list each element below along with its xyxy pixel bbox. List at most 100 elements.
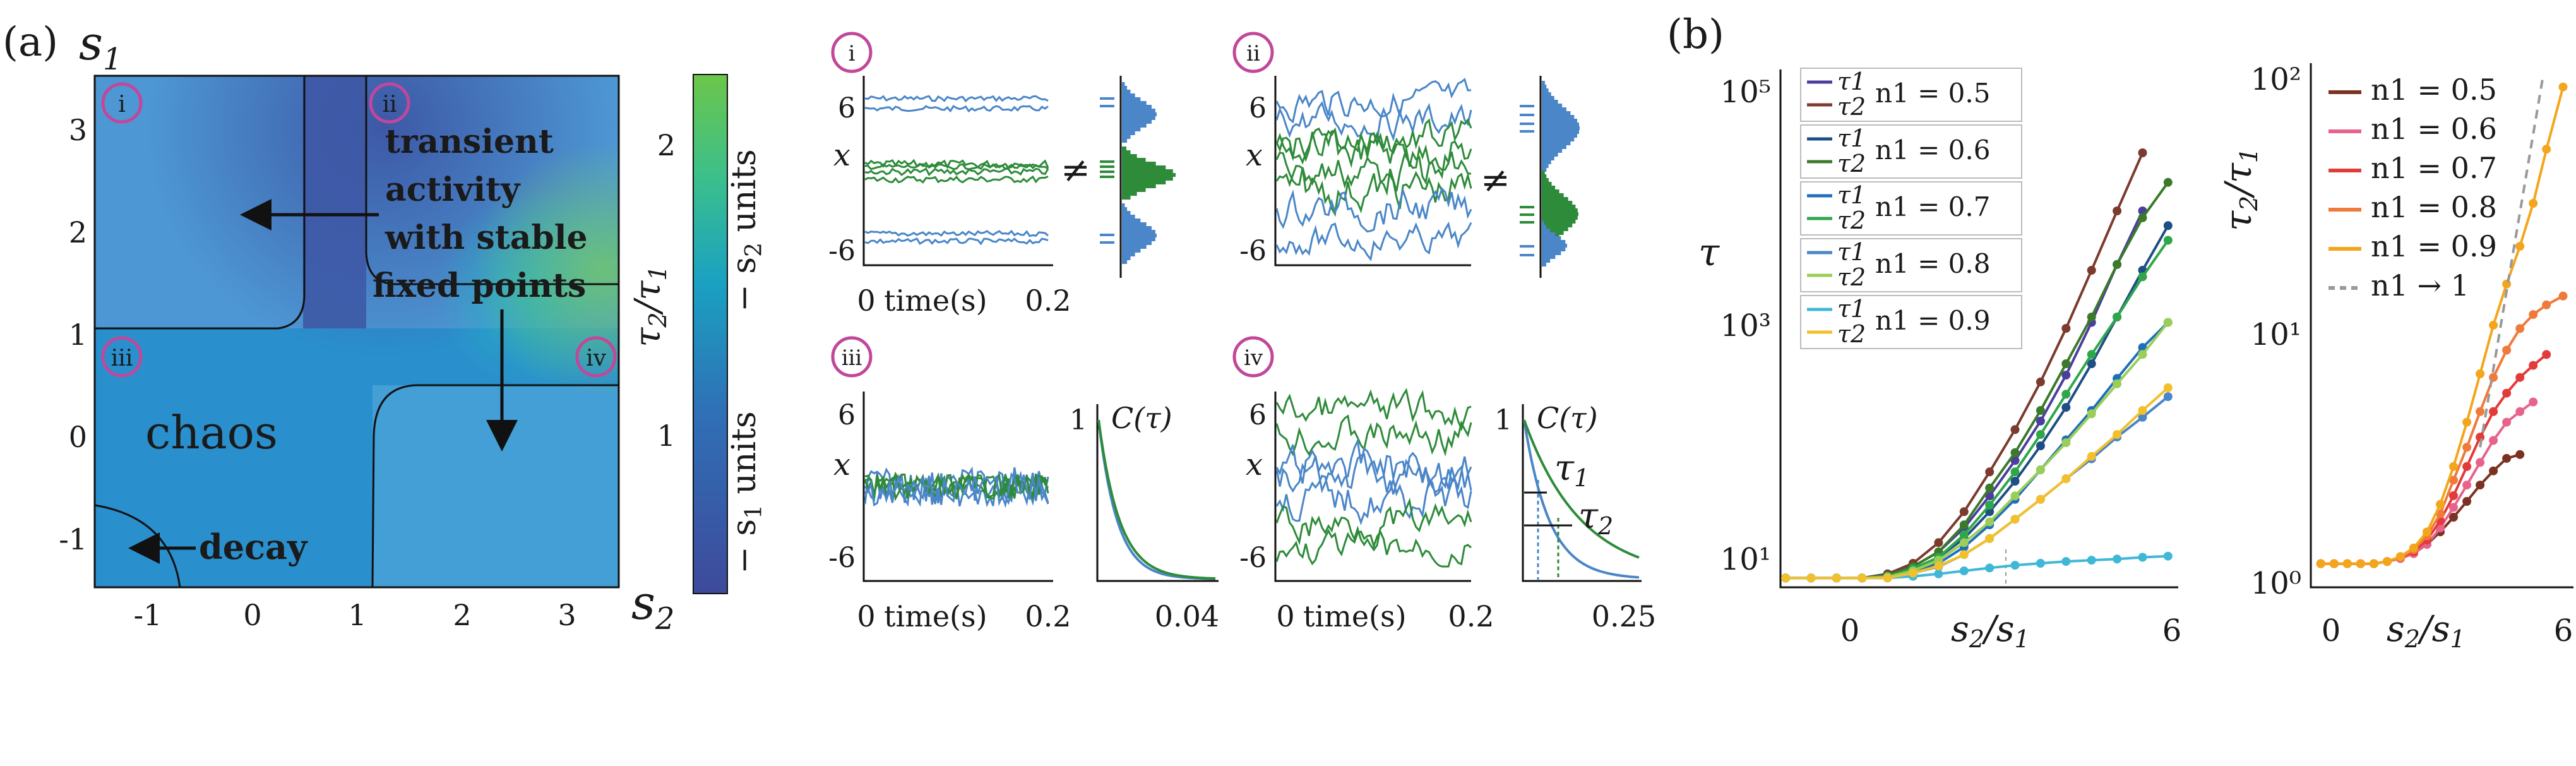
histogram-bin <box>1542 119 1577 123</box>
trace-line <box>1275 529 1472 568</box>
histogram-bin <box>1542 111 1571 115</box>
legend-tau2: τ2 <box>1837 263 1866 291</box>
inset-ii-ytick: 6 <box>1249 92 1267 124</box>
left-xlabel: s2/s1 <box>1951 609 2030 653</box>
histogram-bin <box>1542 208 1578 212</box>
data-point <box>2356 559 2365 568</box>
data-point <box>2010 491 2020 501</box>
data-point <box>2436 500 2445 509</box>
histogram-bin <box>1542 205 1576 208</box>
x-tick: 2 <box>453 598 471 632</box>
inset-iii-xtick: 0 <box>857 599 875 633</box>
histogram-bin <box>1542 92 1551 96</box>
legend-tau1: τ1 <box>1837 295 1866 323</box>
trace-line <box>1275 388 1472 432</box>
data-point <box>2462 462 2472 471</box>
histogram-bin <box>1122 196 1131 200</box>
left-xtick: 0 <box>1840 613 1860 649</box>
right-xtick: 0 <box>2322 613 2341 649</box>
data-point <box>2529 310 2538 320</box>
s1-axis-label: s1 <box>79 16 122 77</box>
legend-n: n1 = 0.9 <box>1875 305 1990 336</box>
panel-a-label: (a) <box>3 19 58 66</box>
legend-n: n1 = 0.7 <box>1875 191 1990 222</box>
inset-iii-traces <box>864 466 1049 508</box>
legend-box <box>1800 68 2022 122</box>
inset-iv-xvar: x <box>1246 447 1263 482</box>
histogram-bin <box>1542 134 1577 138</box>
data-point <box>2558 82 2568 92</box>
data-point <box>2061 557 2071 566</box>
inset-i-axes <box>862 76 1053 266</box>
inset-ii-circle <box>1232 32 1274 73</box>
legend-box <box>1800 295 2022 349</box>
histogram-bin <box>1542 186 1556 189</box>
colorbar-gradient <box>693 74 728 594</box>
panel-b-label: (b) <box>1667 11 1724 58</box>
data-point <box>2462 417 2472 427</box>
inset-ii-traces <box>1275 78 1472 261</box>
histogram-bin <box>1122 256 1131 260</box>
data-point <box>2113 206 2122 215</box>
histogram-bin <box>1122 184 1156 188</box>
histogram-bin <box>1542 197 1568 201</box>
histogram-bin <box>1122 245 1147 249</box>
histogram-bin <box>1542 182 1552 186</box>
data-point <box>2163 221 2173 230</box>
inset-i: i 6 -6 x 0 time(s) 0.2 ≠ <box>828 32 1176 318</box>
data-point <box>2138 553 2147 562</box>
inset-ii: ii 6 -6 x ≠ <box>1232 32 1580 278</box>
data-point <box>1959 530 1969 539</box>
histogram-bin <box>1122 215 1135 218</box>
inset-iii-xtick: 0.2 <box>1025 599 1071 633</box>
histogram-bin <box>1542 244 1567 248</box>
histogram-bin <box>1542 141 1571 145</box>
left-ytick: 10³ <box>1720 308 1771 344</box>
histogram-bin <box>1542 164 1549 168</box>
heatmap-green-glow <box>95 76 619 587</box>
data-point <box>2542 350 2551 359</box>
histogram-bin <box>1122 234 1157 237</box>
data-point <box>2542 145 2551 154</box>
transient-line-1: transient <box>385 123 554 161</box>
data-point <box>2010 456 2020 465</box>
histogram-bin <box>1542 227 1568 231</box>
x-tick: 1 <box>348 598 366 632</box>
data-point <box>2036 441 2045 450</box>
data-point <box>2036 559 2045 568</box>
data-point <box>2036 416 2045 426</box>
data-point <box>2502 453 2512 463</box>
inset-iii-corr-axes <box>1096 404 1219 582</box>
legend-tau2: τ2 <box>1837 206 1866 234</box>
data-point <box>2087 556 2096 565</box>
legend-tau1: τ1 <box>1837 238 1866 266</box>
inset-iv-corr-one: 1 <box>1494 404 1512 436</box>
marker-ii: ii <box>382 92 397 117</box>
inset-ylabel-bottom: − s1 units <box>725 411 767 573</box>
legend-tau1: τ1 <box>1837 124 1866 152</box>
data-point <box>2036 406 2045 415</box>
data-point <box>2138 148 2147 157</box>
inset-i-ytick: -6 <box>828 235 856 267</box>
inset-iii-corr-tick: 0.04 <box>1155 599 1219 633</box>
series-line <box>1786 554 2168 580</box>
histogram-bin <box>1542 221 1544 225</box>
data-point <box>2061 403 2071 412</box>
data-point <box>2382 557 2392 566</box>
series-line <box>1786 386 2169 580</box>
x-tick: 0 <box>243 598 261 632</box>
histogram-bin <box>1122 93 1135 97</box>
correlation-curve <box>1523 419 1640 579</box>
inset-iii-xvar: x <box>833 447 850 482</box>
inset-iv-traces <box>1275 388 1472 568</box>
histogram-bin <box>1542 178 1549 182</box>
inset-iv-ytick: -6 <box>1239 542 1267 574</box>
data-point <box>2061 359 2071 368</box>
series-line <box>2479 75 2544 448</box>
inset-i-neq: ≠ <box>1061 150 1090 191</box>
histogram-bin <box>1542 100 1558 104</box>
histogram-bin <box>1542 145 1566 149</box>
trace-line <box>1275 148 1472 196</box>
data-point <box>2476 458 2485 467</box>
